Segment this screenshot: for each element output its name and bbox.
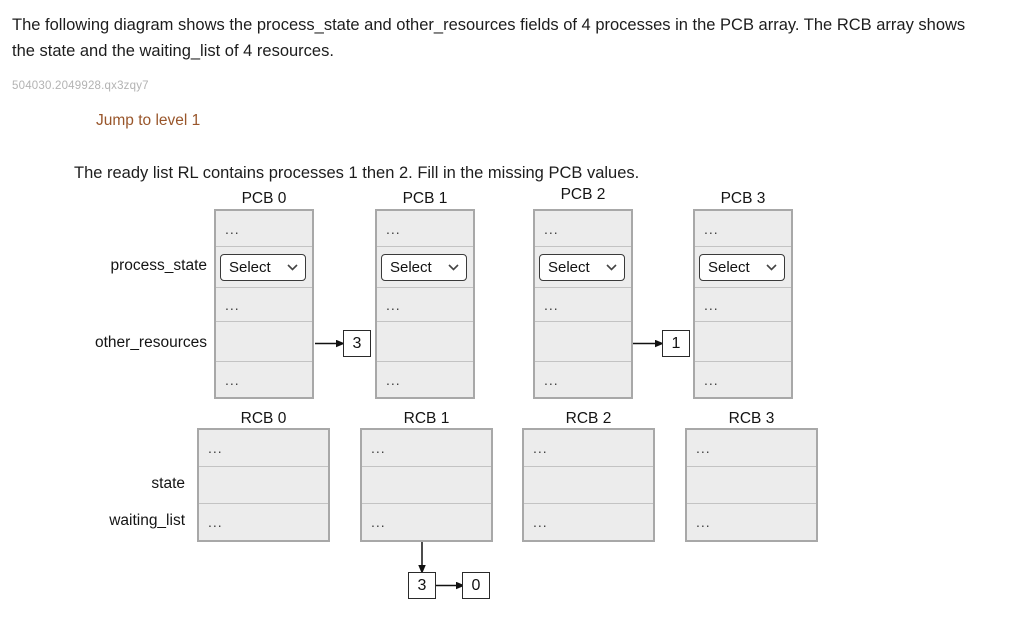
activity-id: 504030.2049928.qx3zqy7: [12, 80, 149, 92]
pcb2-cell-mid: ...: [535, 288, 631, 322]
pcb3-title: PCB 3: [720, 190, 766, 207]
rcb3-state-cell: [687, 467, 816, 504]
rcb1-waiting-node-0: 0: [462, 572, 490, 599]
rcb2-cell-top: ...: [524, 430, 653, 467]
chevron-down-icon: [448, 263, 459, 271]
instruction-text: The ready list RL contains processes 1 t…: [74, 164, 640, 182]
pcb1-title: PCB 1: [402, 190, 448, 207]
pcb3-process-state-select[interactable]: Select: [699, 253, 785, 281]
pcb0-table: ... Select ... ...: [214, 209, 314, 399]
rcb3-cell-top: ...: [687, 430, 816, 467]
chevron-down-icon: [606, 263, 617, 271]
pcb1-process-state-select[interactable]: Select: [381, 253, 467, 281]
pcb2-process-state-cell: Select: [535, 247, 631, 288]
rcb1-cell-top: ...: [362, 430, 491, 467]
rcb2-table: ... ...: [522, 428, 655, 542]
rcb2-state-cell: [524, 467, 653, 504]
pcb1-cell-top: ...: [377, 211, 473, 247]
pcb0-other-resources-value-box: 3: [343, 330, 371, 357]
rcb1-waiting-node-3: 3: [408, 572, 436, 599]
jump-to-level-link[interactable]: Jump to level 1: [96, 112, 201, 129]
pcb0-title: PCB 0: [241, 190, 287, 207]
pcb0-other-resources-cell: [216, 322, 312, 362]
rcb0-title: RCB 0: [240, 410, 287, 427]
pcb-rcb-diagram: PCB 0 PCB 1 PCB 2 PCB 3 ... Select ... .…: [0, 185, 1024, 631]
problem-statement-line1: The following diagram shows the process_…: [12, 16, 966, 34]
pcb1-table: ... Select ... ...: [375, 209, 475, 399]
pcb3-cell-bottom: ...: [695, 362, 791, 397]
pcb3-process-state-cell: Select: [695, 247, 791, 288]
problem-statement-line2: the state and the waiting_list of 4 reso…: [12, 42, 334, 60]
pcb3-other-resources-cell: [695, 322, 791, 362]
pcb3-cell-top: ...: [695, 211, 791, 247]
rcb3-title: RCB 3: [728, 410, 775, 427]
rcb3-waiting-list-cell: ...: [687, 504, 816, 540]
pcb0-cell-top: ...: [216, 211, 312, 247]
waiting-list-label: waiting_list: [109, 512, 185, 529]
pcb2-cell-bottom: ...: [535, 362, 631, 397]
other-resources-label: other_resources: [94, 334, 207, 351]
rcb0-cell-top: ...: [199, 430, 328, 467]
pcb3-table: ... Select ... ...: [693, 209, 793, 399]
pcb2-other-resources-value-box: 1: [662, 330, 690, 357]
pcb0-process-state-select[interactable]: Select: [220, 253, 306, 281]
rcb0-table: ... ...: [197, 428, 330, 542]
pcb2-process-state-select[interactable]: Select: [539, 253, 625, 281]
process-state-label: process_state: [110, 257, 208, 274]
rcb1-waiting-list-cell: ...: [362, 504, 491, 540]
pcb1-cell-bottom: ...: [377, 362, 473, 397]
pcb2-cell-top: ...: [535, 211, 631, 247]
pcb0-process-state-cell: Select: [216, 247, 312, 288]
pcb1-process-state-cell: Select: [377, 247, 473, 288]
chevron-down-icon: [766, 263, 777, 271]
pcb0-cell-bottom: ...: [216, 362, 312, 397]
pcb2-table: ... Select ... ...: [533, 209, 633, 399]
pcb2-title: PCB 2: [560, 186, 606, 203]
rcb0-waiting-list-cell: ...: [199, 504, 328, 540]
state-label: state: [151, 475, 185, 492]
rcb1-table: ... ...: [360, 428, 493, 542]
chevron-down-icon: [287, 263, 298, 271]
pcb3-cell-mid: ...: [695, 288, 791, 322]
arrow-lines: [315, 339, 664, 590]
problem-statement: The following diagram shows the process_…: [12, 12, 1017, 64]
pcb1-other-resources-cell: [377, 322, 473, 362]
rcb0-state-cell: [199, 467, 328, 504]
pcb1-cell-mid: ...: [377, 288, 473, 322]
rcb1-state-cell: [362, 467, 491, 504]
rcb1-title: RCB 1: [403, 410, 450, 427]
pcb2-other-resources-cell: [535, 322, 631, 362]
rcb3-table: ... ...: [685, 428, 818, 542]
rcb2-waiting-list-cell: ...: [524, 504, 653, 540]
rcb2-title: RCB 2: [565, 410, 612, 427]
pcb0-cell-mid: ...: [216, 288, 312, 322]
